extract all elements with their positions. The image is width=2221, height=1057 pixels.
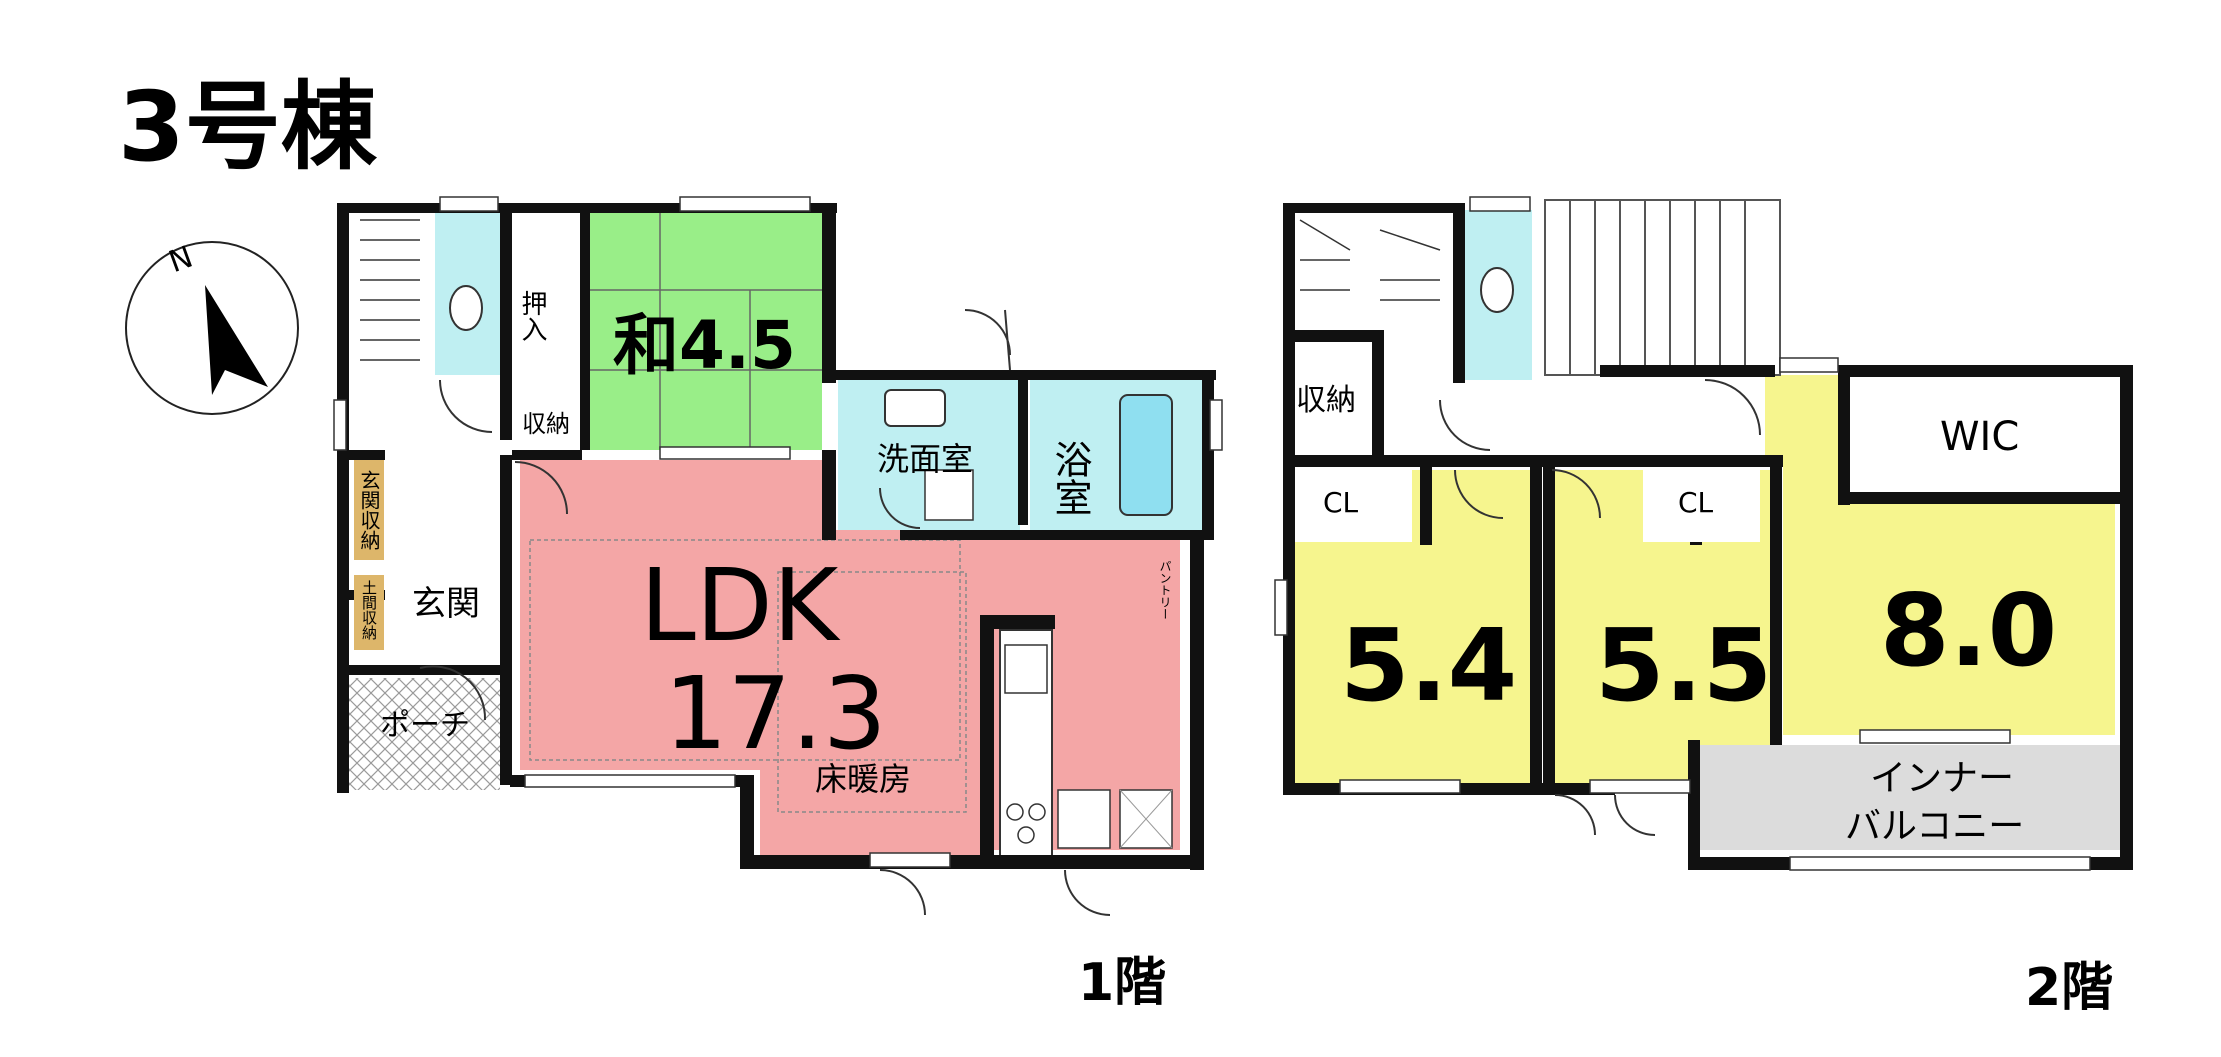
shuno-2f-label: 収納 xyxy=(1296,383,1356,418)
sink-icon xyxy=(1004,644,1048,694)
pantry-label: パントリー xyxy=(1158,560,1172,620)
shuno-small-label: 収納 xyxy=(522,410,570,438)
wic-box xyxy=(1850,377,2120,492)
floor-2-plan xyxy=(1274,196,2133,871)
floor-1-plan xyxy=(333,196,1223,916)
yukadanbo-label: 床暖房 xyxy=(815,760,911,798)
stairs-1f xyxy=(360,219,420,361)
room-8-0-label: 8.0 xyxy=(1880,572,2057,689)
floor-2-label: 2階 xyxy=(2025,958,2113,1018)
senmenshitsu-label: 洗面室 xyxy=(877,440,973,478)
toilet-2f-icon xyxy=(1480,267,1514,313)
washitsu-fill xyxy=(590,210,822,450)
washitsu-label: 和4.5 xyxy=(613,307,796,384)
bathtub xyxy=(1119,394,1173,516)
stove-icon xyxy=(1006,803,1024,821)
building-title: 3号棟 xyxy=(118,71,378,183)
wic-label: WIC xyxy=(1940,414,2019,460)
cl-1-label: CL xyxy=(1323,486,1359,519)
compass-arrow-icon xyxy=(205,285,268,395)
cl-2-label: CL xyxy=(1678,486,1714,519)
genkan-label: 玄関 xyxy=(412,584,480,624)
genkan-shuno-tag xyxy=(354,460,384,560)
inner-balcony-label-2: バルコニー xyxy=(1845,806,2024,847)
doma-shuno-label: 土間収納 xyxy=(360,580,378,641)
compass-north-label: N xyxy=(164,240,197,281)
floor-1-label: 1階 xyxy=(1078,953,1166,1013)
inner-balcony-fill xyxy=(1700,745,2130,850)
porch-fill xyxy=(345,678,500,790)
ldk-label: LDK xyxy=(640,547,841,664)
ldk-size-label: 17.3 xyxy=(664,655,887,772)
cl-2-box xyxy=(1643,467,1760,542)
stairs-2f xyxy=(1299,219,1441,301)
room-5-4-label: 5.4 xyxy=(1340,607,1517,724)
compass: N xyxy=(125,240,299,415)
cl-1-box xyxy=(1295,467,1412,542)
oshiire-label: 押入 xyxy=(517,290,547,342)
balcony-grating xyxy=(1544,199,1781,376)
genkan-shuno-label: 玄関収納 xyxy=(357,470,381,550)
doma-shuno-tag xyxy=(354,575,384,650)
washbasin-icon xyxy=(884,389,946,427)
porch-label: ポーチ xyxy=(380,708,470,743)
toilet-1f-icon xyxy=(449,285,483,331)
room-8-0-fill xyxy=(1765,375,2115,735)
yokushitsu-label: 浴室 xyxy=(1048,440,1092,516)
room-5-5-label: 5.5 xyxy=(1595,607,1772,724)
inner-balcony-label-1: インナー xyxy=(1870,758,2014,799)
kitchen-counter xyxy=(999,629,1053,861)
